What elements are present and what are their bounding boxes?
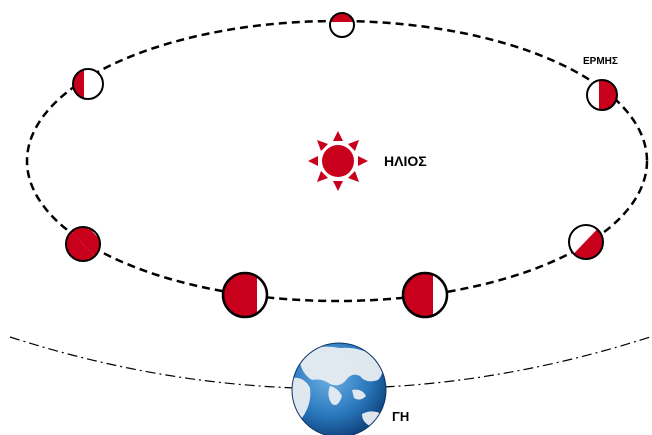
mercury-phase-upper-right [586, 79, 618, 111]
sun-icon [308, 131, 368, 191]
mercury-phase-lower-right [568, 224, 604, 260]
mercury-phase-bottom-left [221, 271, 269, 319]
mercury-phase-upper-left [72, 68, 104, 100]
earth-label: ΓΗ [392, 409, 409, 424]
mercury-phase-top [329, 12, 355, 38]
mercury-label: ΕΡΜΗΣ [583, 56, 618, 67]
sun-label: ΗΛΙΟΣ [384, 153, 427, 169]
earth-globe-icon [291, 342, 387, 435]
mercury-phase-lower-left [65, 226, 101, 262]
mercury-phase-bottom-right [401, 271, 449, 319]
